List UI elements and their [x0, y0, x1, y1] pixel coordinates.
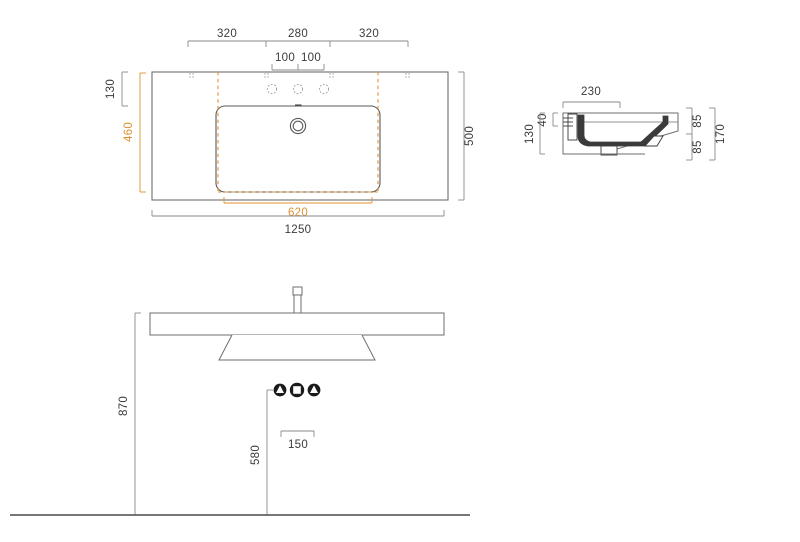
side-dim-85-chain — [686, 107, 693, 161]
plan-dim-130-bracket — [121, 71, 128, 107]
dim-plan-100-left: 100 — [275, 52, 295, 64]
dim-plan-500: 500 — [464, 126, 476, 146]
dim-side-130: 130 — [524, 124, 536, 144]
side-wall-bracket — [563, 113, 578, 141]
dim-plan-320-right: 320 — [359, 28, 379, 40]
plan-bowl-outline — [215, 105, 381, 193]
elevation-fittings-row — [273, 382, 321, 398]
plan-hole-dimension-chain — [271, 64, 325, 71]
elevation-dim-580-bracket — [266, 389, 273, 515]
dim-elevation-150: 150 — [288, 439, 308, 451]
plan-tap-holes — [266, 83, 330, 95]
dim-side-40: 40 — [537, 113, 549, 126]
dim-plan-130: 130 — [105, 79, 117, 99]
side-dim-40-bracket — [552, 112, 558, 127]
plan-dim-1250-bracket — [151, 210, 445, 217]
elevation-tap-icon — [292, 286, 303, 314]
elevation-bowl-underside — [218, 334, 376, 361]
dim-side-85-lower: 85 — [692, 140, 704, 153]
side-support-wedge — [643, 135, 664, 147]
side-drain-block — [600, 145, 618, 156]
plan-dim-620-bracket — [223, 197, 373, 204]
dim-side-85-upper: 85 — [692, 114, 704, 127]
dim-plan-320-left: 320 — [217, 28, 237, 40]
plan-dim-500-bracket — [458, 71, 465, 201]
cold-valve-icon — [307, 383, 321, 397]
side-bowl-section-fill — [577, 114, 669, 147]
plan-dim-460-bracket — [139, 72, 146, 193]
dim-side-170: 170 — [715, 124, 727, 144]
tap-hole-left-icon — [266, 83, 278, 95]
dim-side-230: 230 — [581, 86, 601, 98]
side-dim-170-bracket — [709, 107, 716, 161]
dim-plan-100-right: 100 — [301, 52, 321, 64]
dim-elevation-580: 580 — [250, 445, 262, 465]
side-dim-130-bracket — [539, 112, 545, 155]
side-dim-230-bracket — [562, 101, 621, 108]
elevation-dim-150-bracket — [280, 430, 315, 437]
plan-top-dimension-chain — [187, 40, 409, 47]
dim-plan-1250: 1250 — [285, 224, 312, 236]
square-drain-icon — [289, 382, 305, 398]
dim-plan-460: 460 — [123, 122, 135, 142]
hot-valve-icon — [273, 383, 287, 397]
plan-drain-icon — [289, 117, 307, 135]
side-section-view: 230 — [524, 86, 727, 161]
tap-hole-right-icon — [318, 83, 330, 95]
elevation-countertop-slab — [149, 312, 445, 336]
dim-plan-280-center: 280 — [288, 28, 308, 40]
plan-view: 320 280 320 100 100 — [105, 28, 476, 236]
dim-plan-620: 620 — [288, 207, 308, 219]
front-elevation-view: 870 580 — [10, 286, 470, 516]
plan-back-edge-notches — [189, 73, 410, 79]
tap-hole-center-icon — [292, 83, 304, 95]
dim-elevation-870: 870 — [118, 396, 130, 416]
